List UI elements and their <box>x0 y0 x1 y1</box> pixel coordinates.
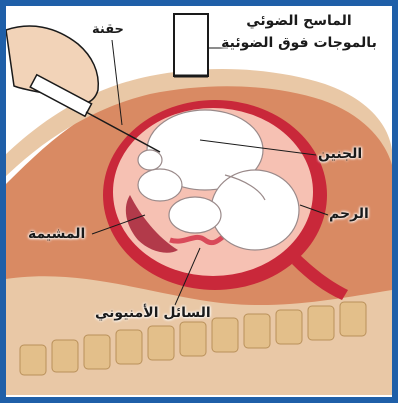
fetus-label: الجنين <box>318 146 362 162</box>
needle-label: حقنة <box>92 22 124 37</box>
placenta-label: المشيمة <box>28 226 85 242</box>
ultrasound-probe-icon <box>174 14 208 76</box>
uterus-label: الرحم <box>329 206 369 222</box>
amniotic-fluid-label: السائل الأمنيوني <box>95 305 211 321</box>
ultrasound-probe-label: الماسح الضوئي بالموجات فوق الضوئية <box>215 10 383 54</box>
